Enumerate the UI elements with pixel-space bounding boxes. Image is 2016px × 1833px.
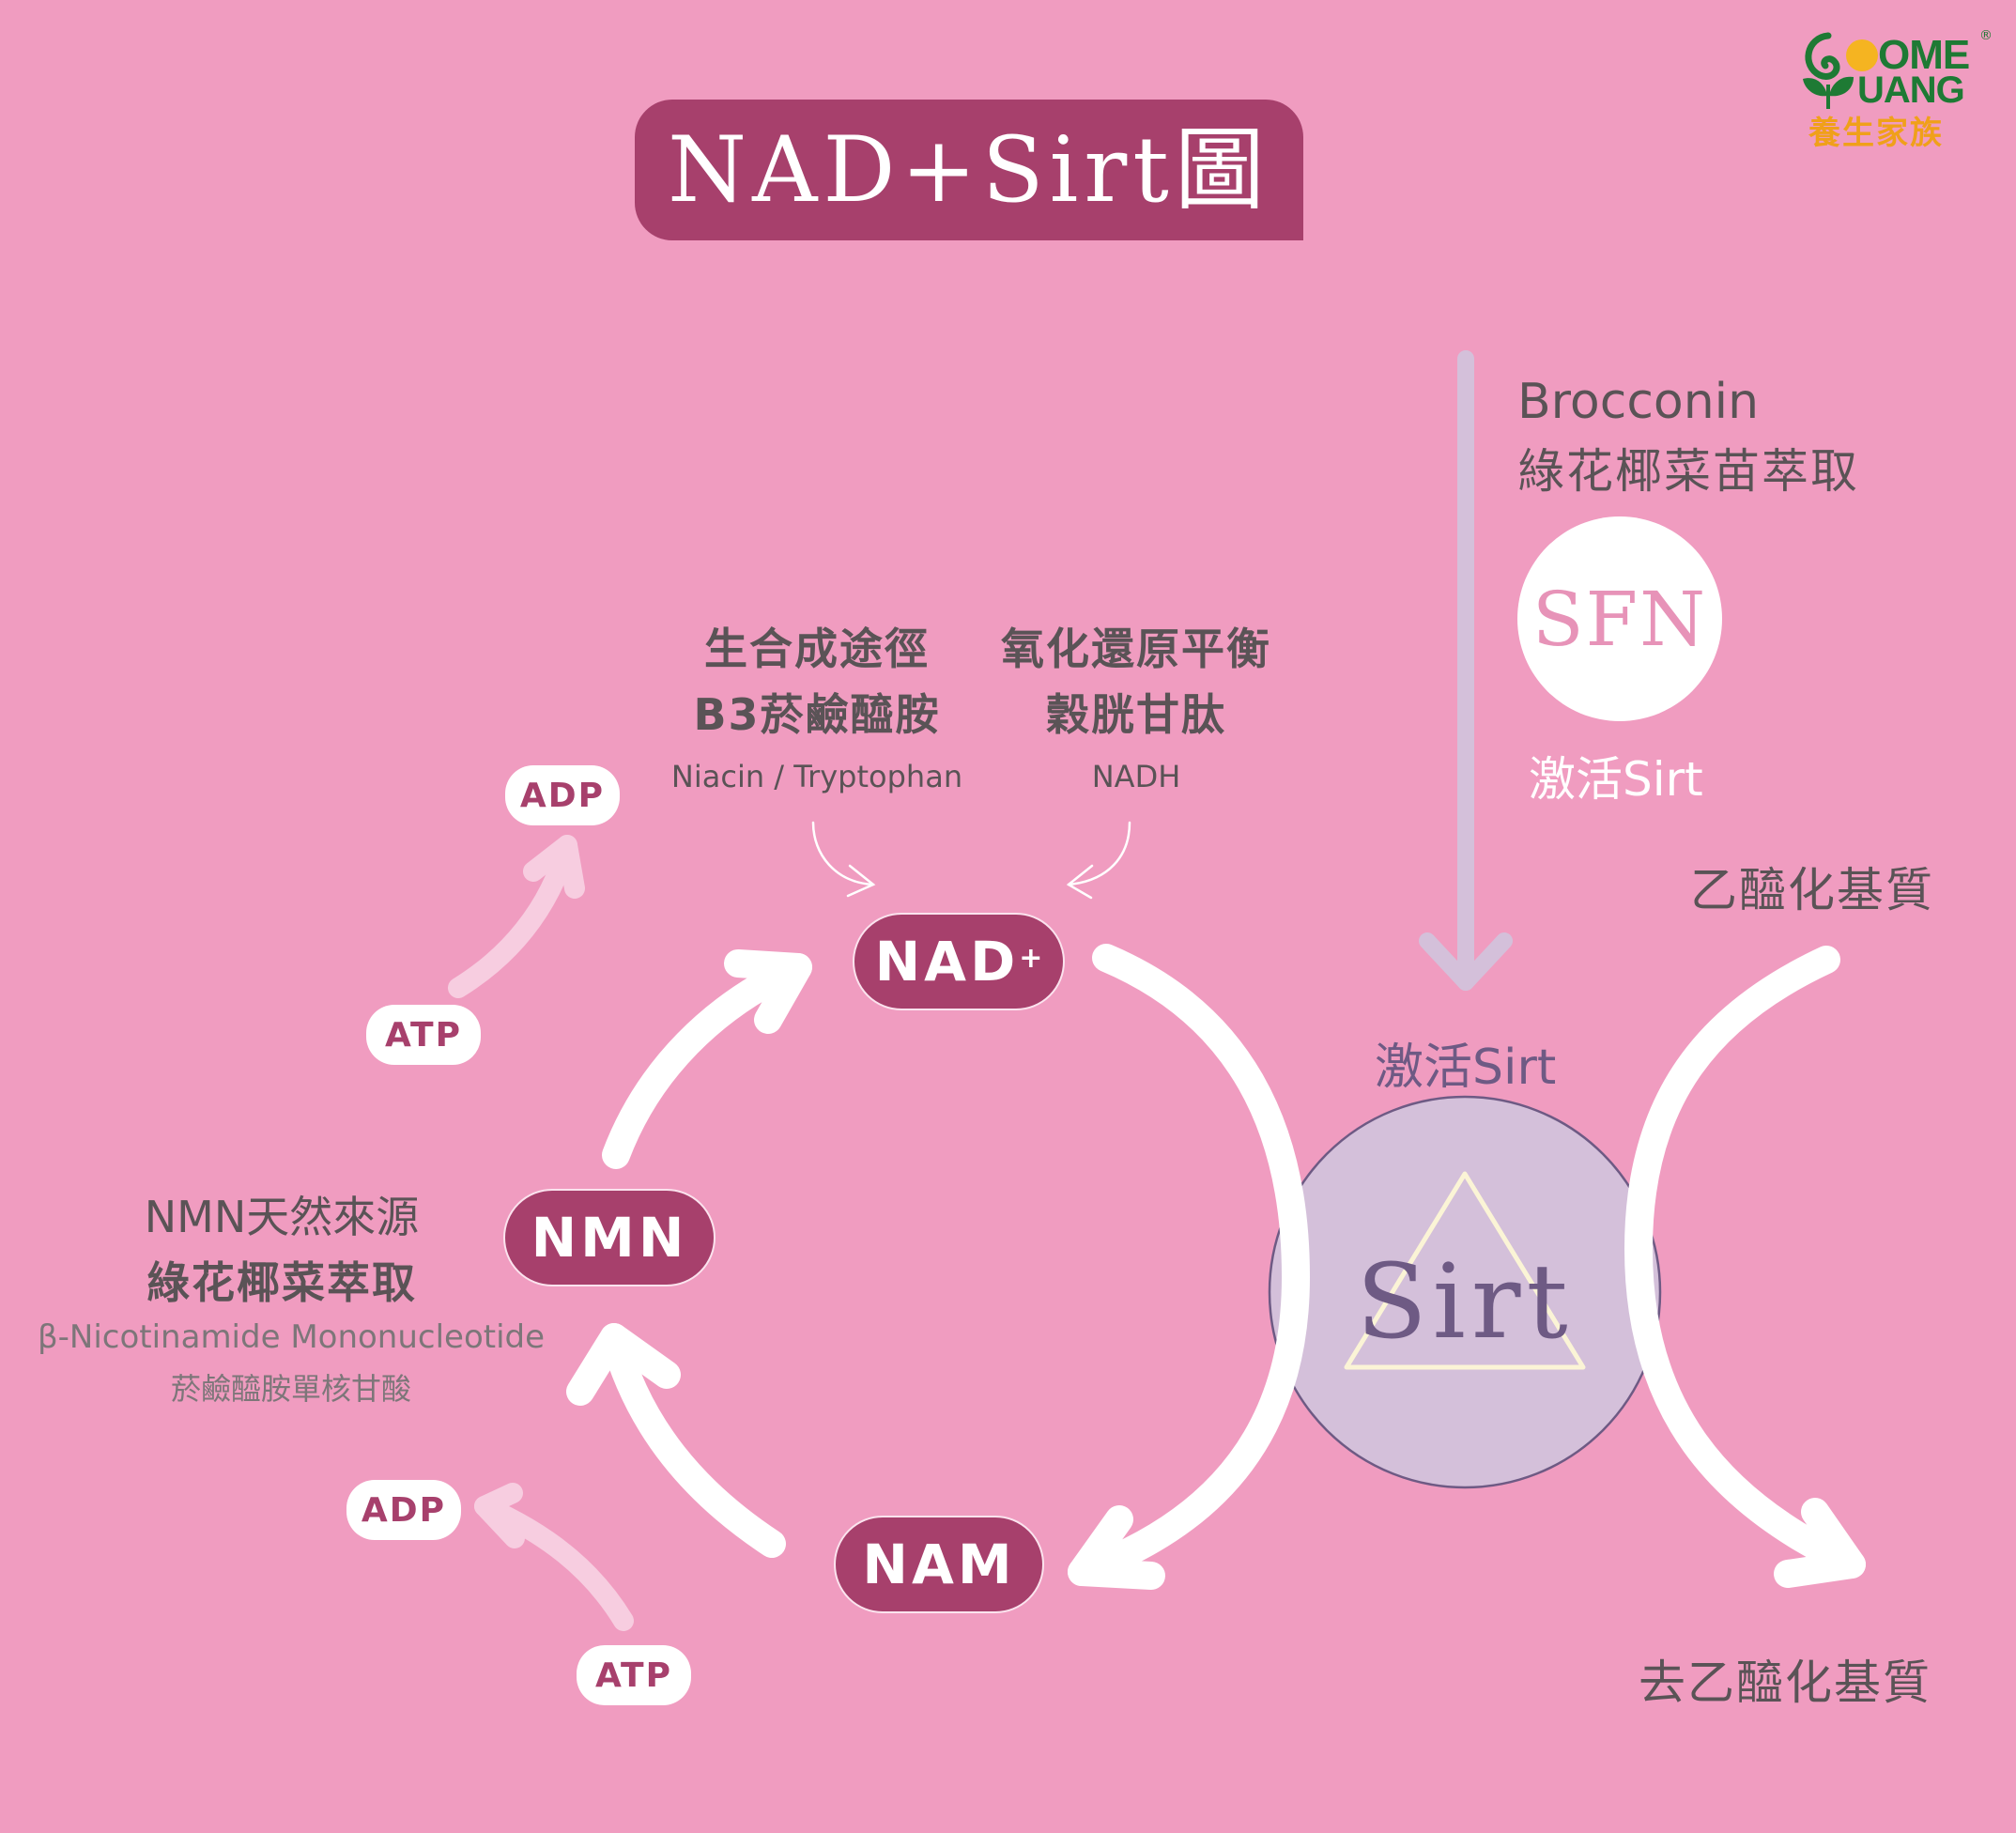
- sirt-node: Sirt: [1270, 1097, 1660, 1487]
- nmn-source-title: NMN天然來源: [144, 1192, 420, 1242]
- nmn-english-name: β-Nicotinamide Mononucleotide: [37, 1318, 546, 1356]
- nad-node: NAD+: [853, 913, 1065, 1010]
- sirt-circle: [1268, 1095, 1662, 1489]
- brand-logo: OME UANG 養生家族 ®: [1795, 28, 2002, 152]
- logo-chinese: 養生家族: [1808, 115, 1944, 152]
- redox-subtitle: 穀胱甘肽: [1046, 689, 1226, 740]
- page-title: NAD+Sirt圖: [668, 117, 1270, 223]
- sun-icon: [1846, 39, 1878, 71]
- nad-label: NAD: [874, 930, 1020, 994]
- sfn-circle: SFN: [1517, 516, 1722, 721]
- brocconin-english: Brocconin: [1517, 374, 1760, 430]
- sfn-activate-label: 激活Sirt: [1529, 752, 1703, 807]
- nmn-label: NMN: [531, 1206, 688, 1270]
- nmn-node: NMN: [503, 1189, 716, 1286]
- nam-label: NAM: [862, 1533, 1016, 1596]
- nmn-to-nad-arrow: [602, 949, 812, 1169]
- atp-tag-top: ATP: [366, 1005, 481, 1065]
- title-banner: NAD+Sirt圖: [635, 100, 1303, 240]
- redox-title: 氧化還原平衡: [1001, 624, 1271, 674]
- nad-to-nam-arrow: [1068, 944, 1310, 1590]
- sirt-label: Sirt: [1356, 1241, 1574, 1362]
- redox-to-nad-arrow: [1066, 821, 1131, 900]
- atp-to-adp-arrow-top: [448, 835, 585, 998]
- biosynthesis-to-nad-arrow: [811, 821, 876, 898]
- brocconin-chinese: 綠花椰菜苗萃取: [1517, 444, 1859, 499]
- deacetylated-substrate-label: 去乙醯化基質: [1639, 1656, 1931, 1710]
- sirt-triangle: [1344, 1171, 1586, 1370]
- adp-tag-top: ADP: [505, 765, 620, 825]
- nam-to-nmn-arrow: [566, 1323, 786, 1558]
- logo-text-line2: UANG: [1857, 69, 1965, 111]
- registered-mark: ®: [1979, 28, 1993, 43]
- logo-text-line1: OME: [1878, 32, 1970, 78]
- redox-english: NADH: [1091, 759, 1181, 794]
- atp-tag-bottom: ATP: [577, 1645, 691, 1705]
- biosynthesis-english: Niacin / Tryptophan: [670, 759, 963, 794]
- sfn-label: SFN: [1531, 575, 1708, 663]
- nmn-chinese-name: 菸鹼醯胺單核甘酸: [170, 1371, 411, 1407]
- atp-to-adp-arrow-bottom: [474, 1483, 634, 1631]
- acetyl-to-deacetyl-arrow: [1624, 946, 1866, 1588]
- biosynthesis-title: 生合成途徑: [704, 624, 930, 674]
- nam-node: NAM: [834, 1516, 1044, 1613]
- sirt-activate-label: 激活Sirt: [1375, 1040, 1557, 1096]
- acetylated-substrate-label: 乙醯化基質: [1690, 863, 1934, 917]
- nad-superscript: +: [1019, 941, 1043, 975]
- adp-tag-bottom: ADP: [346, 1480, 461, 1540]
- nmn-source-subtitle: 綠花椰菜萃取: [146, 1257, 417, 1308]
- biosynthesis-subtitle: B3菸鹼醯胺: [693, 689, 941, 740]
- sfn-to-sirt-arrow: [1419, 350, 1513, 991]
- leaf-swirl-icon: [1803, 32, 1854, 109]
